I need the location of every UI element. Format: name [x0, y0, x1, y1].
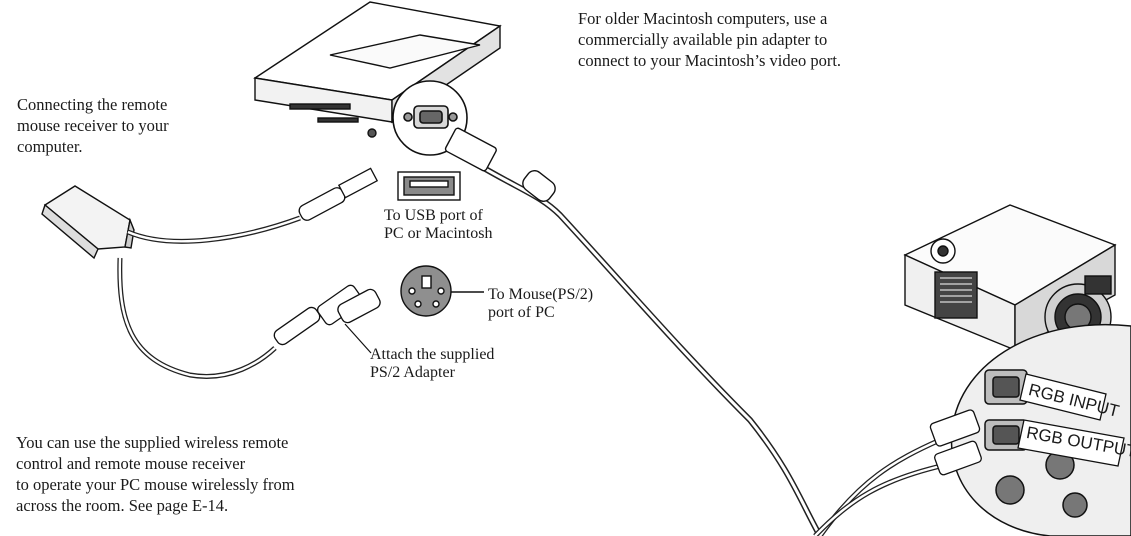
usb-port-label-line-1: To USB port of	[384, 207, 483, 224]
monitor-cable	[444, 127, 823, 536]
wireless-caption-line-2: control and remote mouse receiver	[16, 454, 246, 473]
ps2-adapter-icon	[337, 288, 381, 324]
receiver-caption-line-3: computer.	[17, 137, 83, 156]
ps2-port-label-line-1: To Mouse(PS/2)	[488, 286, 594, 303]
ps2-port-icon	[400, 265, 484, 317]
rgb-input-tag	[1019, 373, 1107, 421]
usb-port-icon	[397, 171, 461, 201]
ps2-adapter-label-line-1: Attach the supplied	[370, 346, 495, 363]
leader-lines	[344, 323, 372, 354]
laptop-port-detail	[392, 80, 468, 156]
ps2-port-label: To Mouse(PS/2) port of PC	[488, 286, 593, 322]
wireless-caption-line-1: You can use the supplied wireless remote	[16, 433, 289, 452]
usb-cable	[127, 167, 379, 244]
ps2-adapter-label: Attach the supplied PS/2 Adapter	[370, 346, 494, 382]
laptop-icon	[253, 1, 502, 138]
macintosh-caption-line-3: connect to your Macintosh’s video port.	[578, 51, 842, 70]
usb-port-label: To USB port of PC or Macintosh	[384, 207, 492, 243]
macintosh-caption-line-1: For older Macintosh computers, use a	[578, 9, 828, 28]
ps2-port-label-line-2: port of PC	[488, 304, 555, 321]
macintosh-caption-line-2: commercially available pin adapter to	[578, 30, 828, 49]
rgb-output-tag	[1017, 419, 1125, 467]
projector-cables	[813, 409, 982, 536]
wireless-caption: You can use the supplied wireless remote…	[16, 432, 356, 516]
usb-port-label-line-2: PC or Macintosh	[384, 225, 493, 242]
wireless-caption-line-4: across the room. See page E-14.	[16, 496, 229, 515]
receiver-caption-line-2: mouse receiver to your	[17, 116, 169, 135]
mouse-receiver	[41, 185, 135, 260]
ps2-cable	[117, 257, 364, 379]
ps2-adapter-label-line-2: PS/2 Adapter	[370, 364, 455, 381]
wireless-caption-line-3: to operate your PC mouse wirelessly from	[16, 475, 295, 494]
receiver-caption-line-1: Connecting the remote	[17, 95, 168, 114]
macintosh-caption: For older Macintosh computers, use a com…	[578, 8, 938, 71]
receiver-caption: Connecting the remote mouse receiver to …	[17, 94, 240, 157]
